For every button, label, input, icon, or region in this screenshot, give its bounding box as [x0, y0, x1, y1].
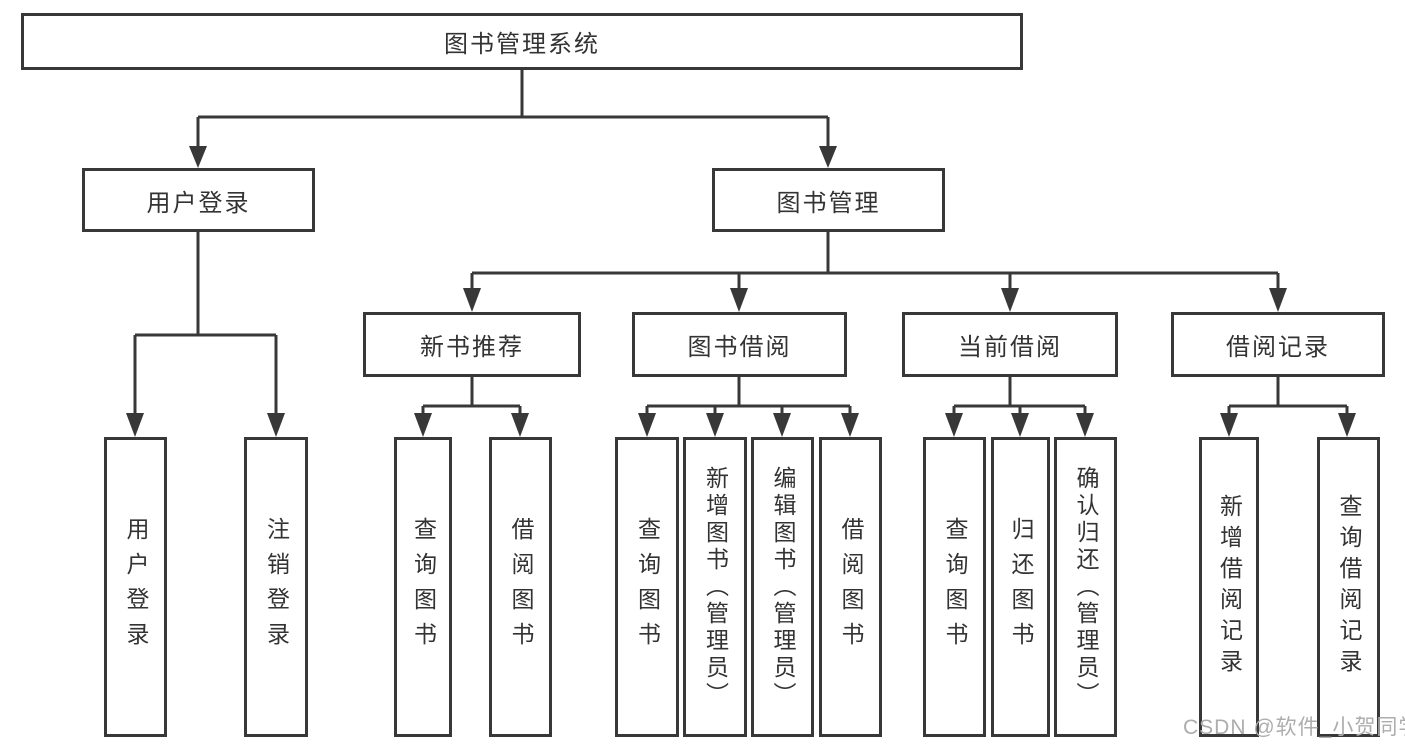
node-label: 查询图书 — [410, 517, 437, 657]
arrow-down-icon — [730, 288, 748, 312]
arrow-down-icon — [414, 413, 432, 437]
node-label: 查询图书 — [942, 517, 968, 657]
leaf-confirm-return-admin: 确认归还（管理员） — [1054, 437, 1117, 737]
arrow-down-icon — [819, 146, 837, 168]
node-book-borrowing: 图书借阅 — [632, 312, 847, 377]
leaf-borrow-books-borrowing: 借阅图书 — [819, 437, 882, 737]
connector-borrowing-records-group — [1227, 377, 1349, 417]
leaf-add-books-admin: 新增图书（管理员） — [683, 437, 747, 737]
node-label: 借阅记录 — [1226, 334, 1330, 361]
watermark-text: CSDN @软件_小贺同学 — [1183, 716, 1405, 739]
arrow-down-icon — [706, 413, 724, 437]
node-borrowing-records: 借阅记录 — [1171, 312, 1385, 377]
connector-new-book-group — [421, 377, 522, 417]
connector-root-to-level2 — [196, 69, 830, 150]
node-label: 确认归还（管理员） — [1073, 465, 1099, 709]
node-label: 当前借阅 — [958, 334, 1062, 361]
leaf-query-books-borrowing: 查询图书 — [615, 437, 679, 737]
node-current-borrowing: 当前借阅 — [902, 312, 1118, 377]
leaf-query-books-recommend: 查询图书 — [394, 437, 452, 737]
node-label: 新增图书（管理员） — [702, 465, 729, 709]
arrow-down-icon — [267, 413, 285, 437]
node-label: 归还图书 — [1008, 517, 1034, 657]
arrow-down-icon — [638, 413, 656, 437]
node-book-management: 图书管理 — [712, 168, 945, 232]
node-label: 编辑图书（管理员） — [770, 465, 796, 709]
arrow-down-icon — [773, 413, 791, 437]
arrow-down-icon — [511, 413, 529, 437]
arrow-down-icon — [1011, 413, 1029, 437]
node-label: 注销登录 — [263, 517, 290, 657]
node-user-login: 用户登录 — [82, 168, 315, 232]
arrow-down-icon — [945, 413, 963, 437]
connector-book-management-group — [470, 232, 1280, 292]
node-label: 新增借阅记录 — [1216, 494, 1243, 680]
node-new-book-recommendation: 新书推荐 — [363, 312, 581, 377]
node-label: 图书管理 — [776, 189, 881, 217]
connector-current-borrowing-group — [952, 377, 1087, 417]
arrow-down-icon — [1076, 413, 1094, 437]
node-label: 借阅图书 — [508, 517, 534, 657]
leaf-return-books: 归还图书 — [991, 437, 1050, 737]
node-label: 新书推荐 — [420, 334, 524, 361]
arrow-down-icon — [1338, 413, 1356, 437]
leaf-query-borrow-record: 查询借阅记录 — [1317, 437, 1380, 737]
arrow-down-icon — [463, 288, 481, 312]
leaf-user-login: 用户登录 — [104, 437, 167, 737]
node-label: 图书借阅 — [687, 334, 792, 361]
arrow-down-icon — [1001, 288, 1019, 312]
node-label: 查询图书 — [634, 517, 661, 657]
arrow-down-icon — [1269, 288, 1287, 312]
connector-book-borrowing-group — [645, 377, 852, 417]
node-label: 用户登录 — [123, 517, 149, 657]
leaf-query-books-current: 查询图书 — [923, 437, 986, 737]
node-label: 查询借阅记录 — [1336, 494, 1362, 680]
arrow-down-icon — [126, 413, 144, 437]
node-label: 图书管理系统 — [444, 31, 600, 58]
node-label: 用户登录 — [146, 189, 251, 217]
leaf-edit-books-admin: 编辑图书（管理员） — [751, 437, 814, 737]
connector-user-login-group — [133, 232, 278, 417]
node-library-management-system: 图书管理系统 — [21, 13, 1023, 70]
arrow-down-icon — [189, 146, 207, 168]
node-label: 借阅图书 — [838, 517, 864, 657]
leaf-borrow-books-recommend: 借阅图书 — [489, 437, 552, 737]
leaf-add-borrow-record: 新增借阅记录 — [1199, 437, 1259, 737]
arrow-down-icon — [1220, 413, 1238, 437]
arrow-down-icon — [841, 413, 859, 437]
leaf-logout: 注销登录 — [244, 437, 308, 737]
